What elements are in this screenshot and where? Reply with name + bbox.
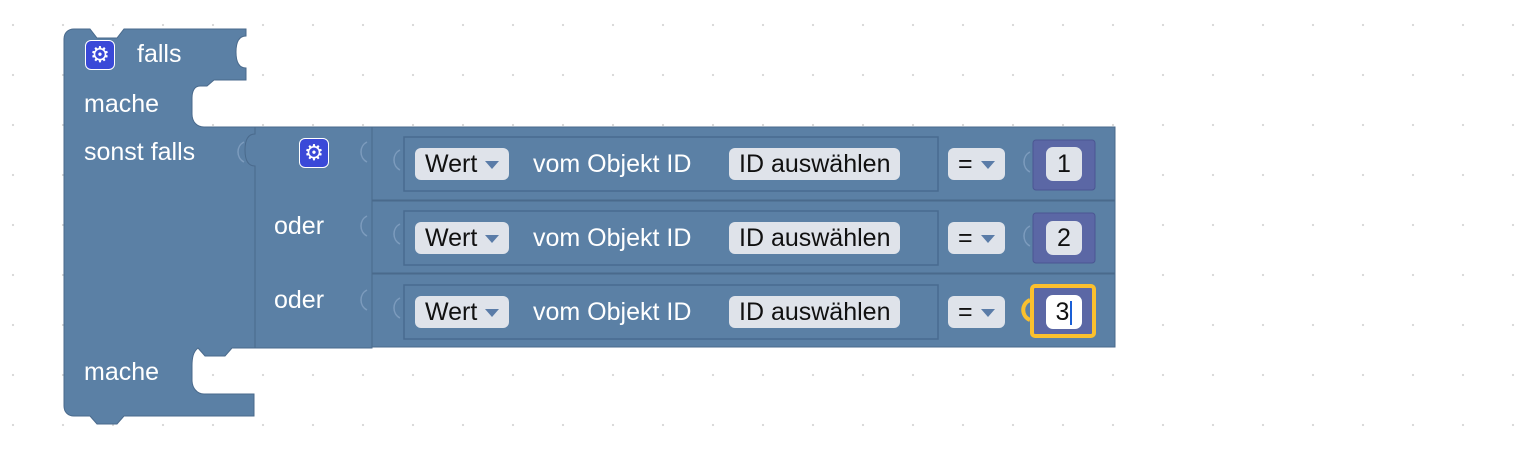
chevron-down-icon: [980, 235, 995, 244]
chevron-down-icon: [485, 309, 500, 318]
value-dropdown[interactable]: Wert: [415, 222, 510, 254]
number-field[interactable]: 1: [1046, 147, 1082, 181]
selection-notch: [1021, 298, 1032, 322]
operator-label: =: [958, 298, 973, 326]
do2-label: mache: [84, 358, 160, 386]
gear-icon[interactable]: ⚙: [85, 40, 115, 70]
number-field-editing[interactable]: 3: [1046, 295, 1082, 329]
id-select-field[interactable]: ID auswählen: [729, 222, 901, 254]
chevron-down-icon: [485, 161, 500, 170]
operator-label: =: [958, 150, 973, 178]
operator-label: =: [958, 224, 973, 252]
operator-dropdown[interactable]: =: [948, 148, 1005, 180]
if-label: falls: [137, 40, 182, 68]
text-caret: [1070, 301, 1073, 326]
object-id-text: vom Objekt ID: [533, 298, 692, 326]
id-select-field[interactable]: ID auswählen: [729, 148, 901, 180]
do-label: mache: [84, 90, 160, 118]
gear-icon[interactable]: ⚙: [299, 138, 329, 168]
operator-dropdown[interactable]: =: [948, 296, 1005, 328]
id-select-field[interactable]: ID auswählen: [729, 296, 901, 328]
or-block[interactable]: [244, 126, 373, 349]
value-dropdown-label: Wert: [425, 150, 478, 178]
number-field-value: 3: [1055, 298, 1070, 326]
value-dropdown-label: Wert: [425, 298, 478, 326]
connector-notches: [237, 141, 1031, 319]
object-id-text: vom Objekt ID: [533, 224, 692, 252]
object-id-text: vom Objekt ID: [533, 150, 692, 178]
value-dropdown-label: Wert: [425, 224, 478, 252]
chevron-down-icon: [980, 309, 995, 318]
value-dropdown[interactable]: Wert: [415, 296, 510, 328]
operator-dropdown[interactable]: =: [948, 222, 1005, 254]
number-field[interactable]: 2: [1046, 221, 1082, 255]
or-label-2: oder: [274, 286, 325, 314]
chevron-down-icon: [485, 235, 500, 244]
value-dropdown[interactable]: Wert: [415, 148, 510, 180]
elseif-label: sonst falls: [84, 138, 196, 166]
chevron-down-icon: [980, 161, 995, 170]
or-label-1: oder: [274, 212, 325, 240]
